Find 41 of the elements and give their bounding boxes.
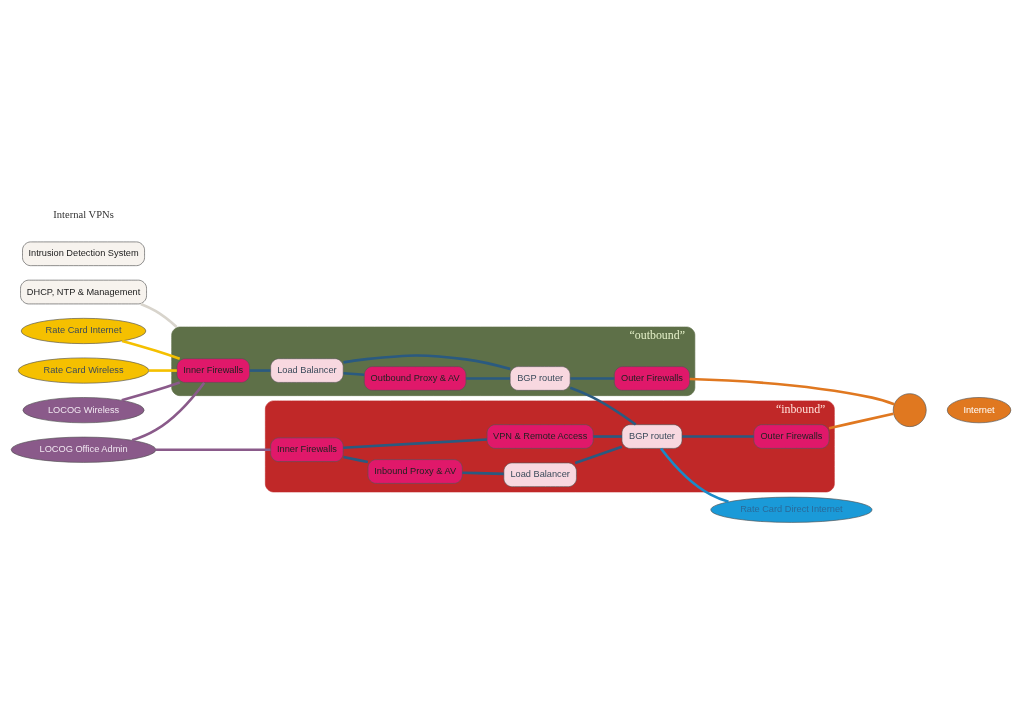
node-ellipse: Internet: [946, 396, 1012, 423]
connector: [140, 302, 178, 328]
node-box: Intrusion Detection System: [22, 241, 145, 266]
connector: [466, 376, 510, 380]
node-box: DHCP, NTP & Management: [20, 279, 147, 304]
node-circle: [892, 392, 927, 427]
node-box: BGP router: [509, 365, 571, 391]
connector: [574, 445, 623, 464]
connector: [156, 447, 271, 451]
node-box: Load Balancer: [503, 462, 577, 487]
node-box: Load Balancer: [270, 357, 344, 383]
node-box: Outer Firewalls: [614, 365, 690, 391]
label: Internal VPNs: [53, 208, 114, 220]
connector: [343, 437, 487, 449]
node-ellipse: Rate Card Internet: [20, 317, 147, 344]
node-box: Inner Firewalls: [270, 437, 344, 462]
connector: [131, 381, 206, 442]
connector: [828, 411, 894, 429]
connector: [343, 371, 365, 376]
connector: [148, 368, 177, 372]
node-ellipse: LOCOG Office Admin: [10, 436, 157, 463]
connector: [343, 353, 511, 370]
connector: [569, 386, 637, 426]
node-box: Inner Firewalls: [176, 357, 250, 383]
connector: [121, 339, 181, 360]
node-box: Outer Firewalls: [753, 423, 830, 449]
node-box: BGP router: [621, 423, 683, 449]
connector: [593, 434, 622, 438]
connector: [659, 447, 729, 503]
node-ellipse: Rate Card Wireless: [17, 357, 150, 384]
connector: [689, 377, 895, 405]
node-box: VPN & Remote Access: [486, 423, 594, 449]
connector: [570, 376, 615, 380]
connector: [343, 455, 369, 463]
node-box: Inbound Proxy & AV: [367, 458, 463, 484]
connector: [121, 380, 181, 402]
connector: [682, 434, 754, 438]
connector: [462, 470, 504, 475]
node-box: Outbound Proxy & AV: [364, 365, 467, 391]
connector: [249, 368, 271, 372]
node-ellipse: LOCOG Wireless: [22, 396, 145, 423]
